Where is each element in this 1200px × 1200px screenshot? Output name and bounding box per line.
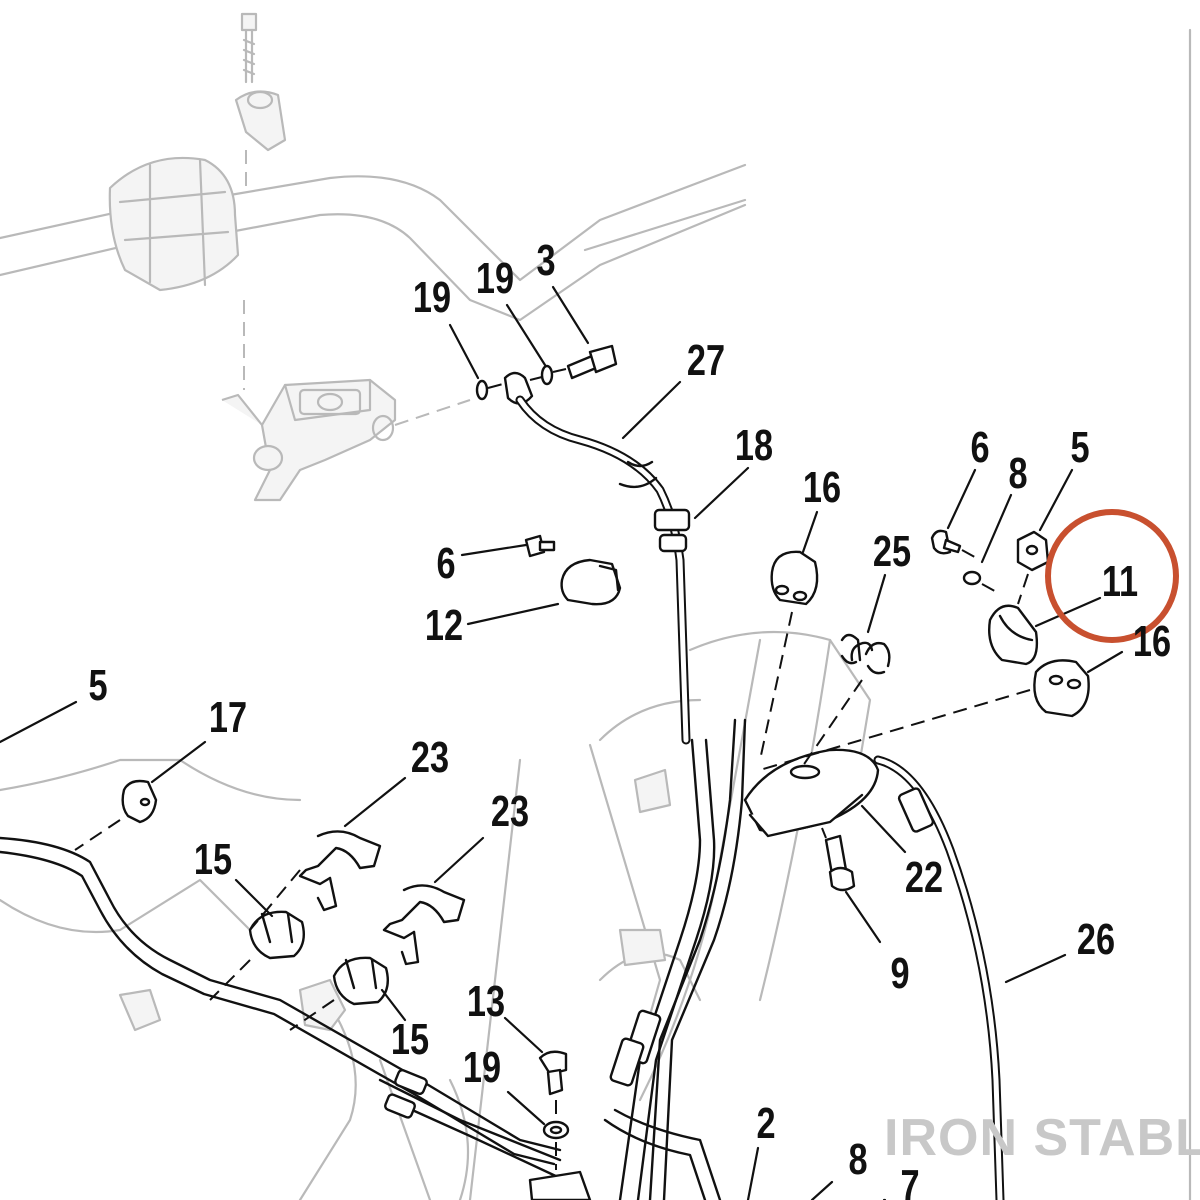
callout-12: 12: [425, 601, 463, 650]
callout-13: 13: [467, 977, 505, 1026]
callout-2: 2: [756, 1099, 775, 1148]
callout-15-upper: 15: [194, 835, 232, 884]
callout-7: 7: [900, 1161, 919, 1200]
leader-lines: [0, 285, 1124, 1200]
callout-26: 26: [1077, 915, 1115, 964]
callout-15-lower: 15: [391, 1015, 429, 1064]
callout-5-left: 5: [88, 661, 107, 710]
callout-23-upper: 23: [411, 733, 449, 782]
callout-27: 27: [687, 336, 725, 385]
callout-19-upper-right: 19: [476, 254, 514, 303]
callout-19-upper-left: 19: [413, 273, 451, 322]
callout-5-right: 5: [1070, 423, 1089, 472]
parts: [0, 344, 1090, 1200]
callout-3: 3: [536, 236, 555, 285]
callout-16-right: 16: [1133, 617, 1171, 666]
callout-9: 9: [890, 949, 909, 998]
callout-23-lower: 23: [491, 787, 529, 836]
highlight-circle: [1045, 509, 1179, 643]
watermark-text: IRON STABLE: [884, 1109, 1200, 1167]
callout-16-upper: 16: [803, 463, 841, 512]
callout-11: 11: [1102, 557, 1138, 606]
callout-25: 25: [873, 527, 911, 576]
callout-8-lower: 8: [848, 1135, 867, 1184]
callout-18: 18: [735, 421, 773, 470]
callout-22: 22: [905, 853, 943, 902]
callout-6-right: 6: [970, 423, 989, 472]
callouts: 19 19 3 27 18 16 6 8 5 25 11 16 6 12 5 1…: [88, 236, 1171, 1200]
callout-17: 17: [209, 693, 247, 742]
callout-8-right: 8: [1008, 449, 1027, 498]
callout-6-left: 6: [436, 539, 455, 588]
callout-19-lower: 19: [463, 1043, 501, 1092]
